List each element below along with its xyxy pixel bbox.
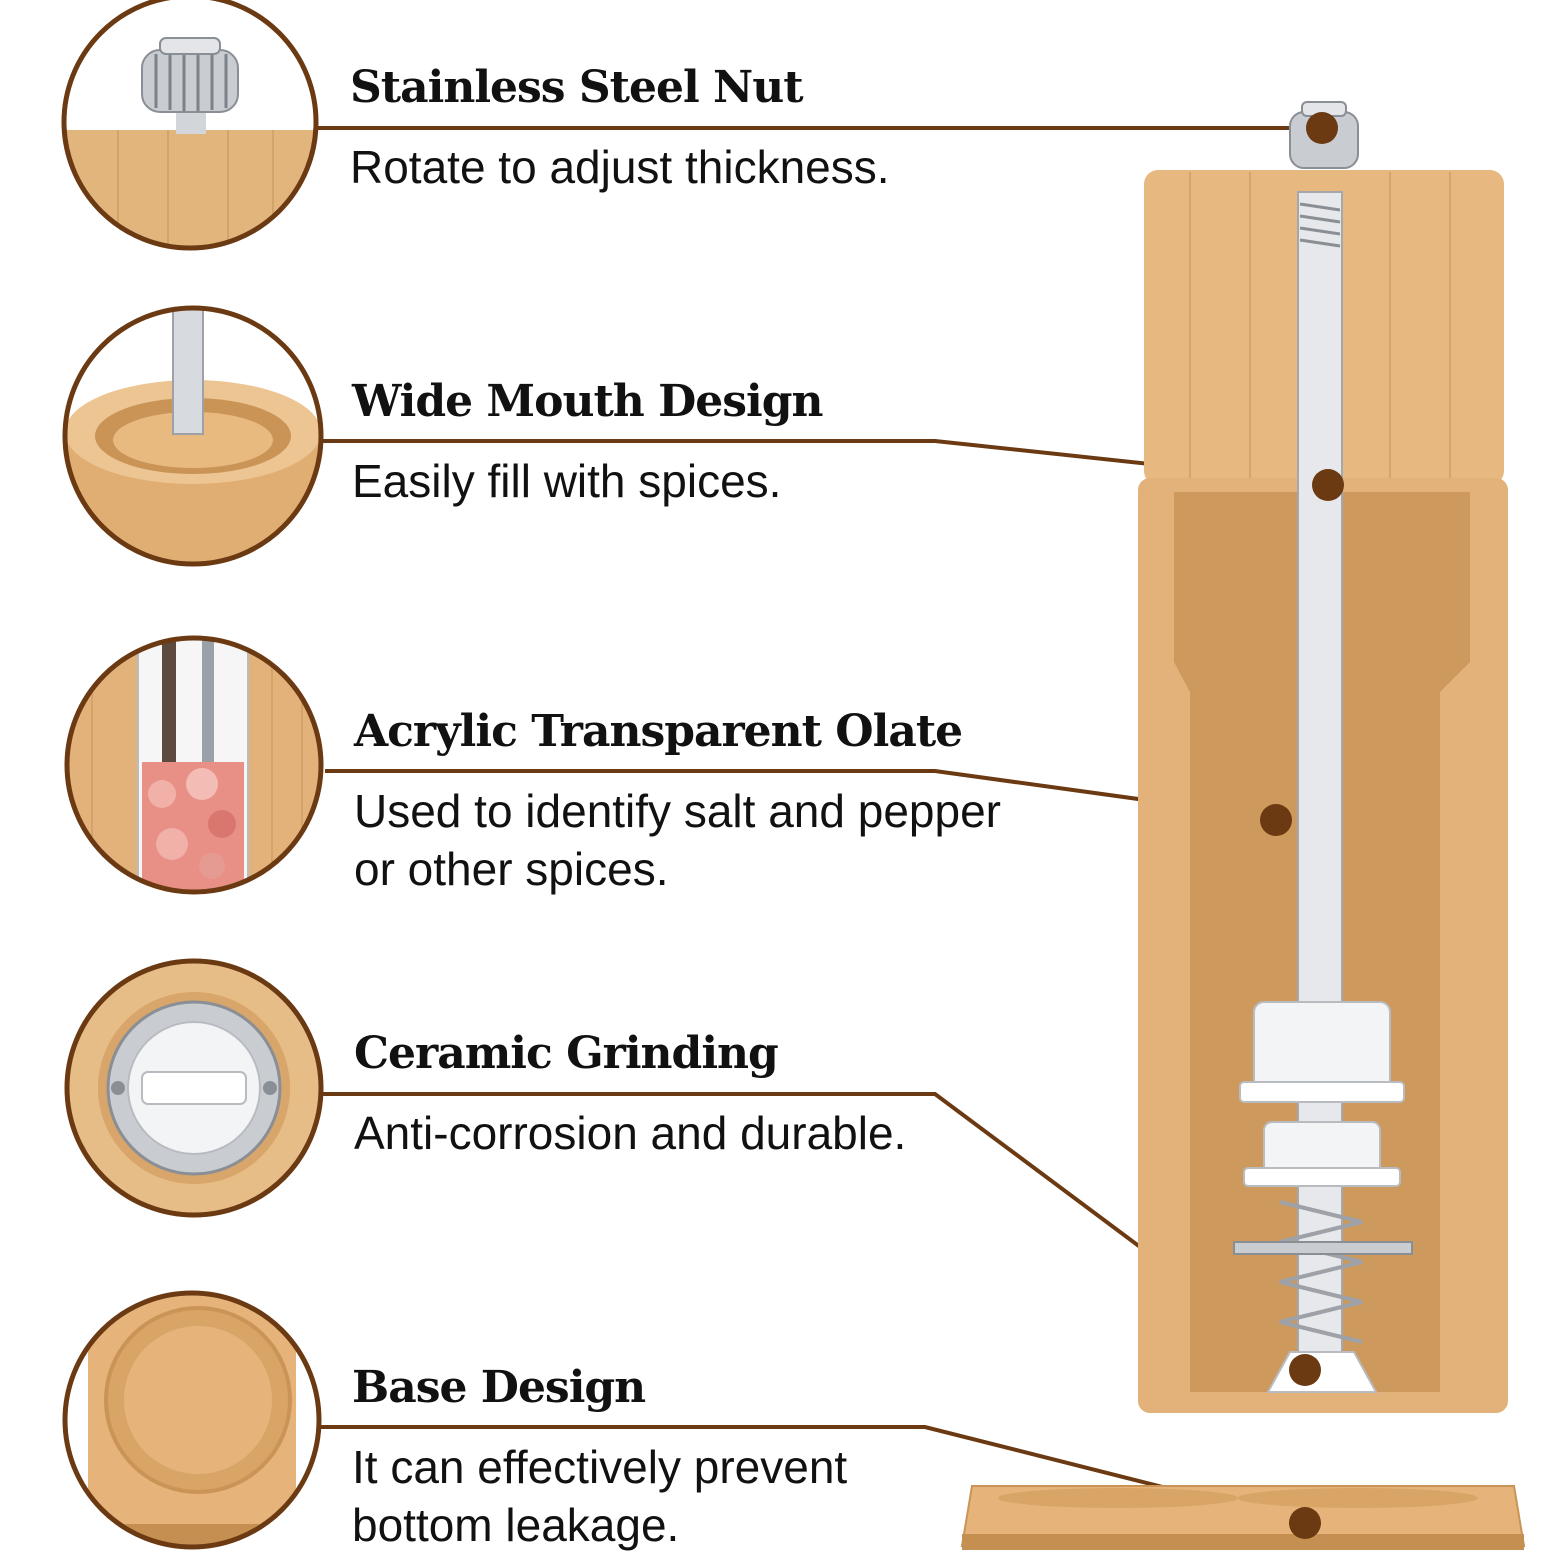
thumb-acrylic-window — [64, 635, 324, 895]
feature-desc-line: or other spices. — [354, 843, 669, 895]
feature-desc-mouth: Easily fill with spices. — [352, 452, 781, 510]
thumb-steel-nut — [61, 0, 319, 251]
feature-title-ceramic: Ceramic Grinding — [354, 1028, 779, 1079]
feature-desc-line: bottom leakage. — [352, 1499, 680, 1551]
feature-desc-line: Easily fill with spices. — [352, 455, 782, 507]
ceramic-grinder-icon — [98, 992, 290, 1184]
feature-title-acrylic: Acrylic Transparent Olate — [354, 706, 963, 757]
base-tray-icon — [88, 1293, 296, 1547]
ceramic-burr-icon — [1239, 1001, 1405, 1187]
feature-desc-line: Used to identify salt and pepper — [354, 785, 1001, 837]
thumb-wide-mouth — [62, 305, 324, 567]
wide-mouth-icon — [65, 380, 321, 484]
feature-desc-ceramic: Anti-corrosion and durable. — [354, 1104, 906, 1162]
feature-desc-acrylic: Used to identify salt and pepper or othe… — [354, 782, 1001, 898]
thumb-ceramic-grinder — [64, 958, 324, 1218]
feature-desc-line: Anti-corrosion and durable. — [354, 1107, 907, 1159]
feature-desc-nut: Rotate to adjust thickness. — [350, 138, 890, 196]
spring-icon — [1279, 1200, 1363, 1344]
thumb-base-tray — [62, 1290, 322, 1550]
feature-desc-line: Rotate to adjust thickness. — [350, 141, 890, 193]
feature-title-mouth: Wide Mouth Design — [352, 376, 824, 427]
feature-desc-base: It can effectively prevent bottom leakag… — [352, 1438, 847, 1554]
grinder-shaft — [1297, 191, 1343, 1373]
top-nut-icon — [1289, 101, 1359, 169]
acrylic-window-icon — [137, 638, 249, 892]
steel-nut-icon — [141, 37, 239, 113]
grinder-product-illustration — [1138, 101, 1508, 1413]
base-tray-illustration — [960, 1485, 1526, 1550]
feature-title-nut: Stainless Steel Nut — [350, 62, 804, 113]
feature-desc-line: It can effectively prevent — [352, 1441, 848, 1493]
feature-title-base: Base Design — [352, 1362, 646, 1413]
